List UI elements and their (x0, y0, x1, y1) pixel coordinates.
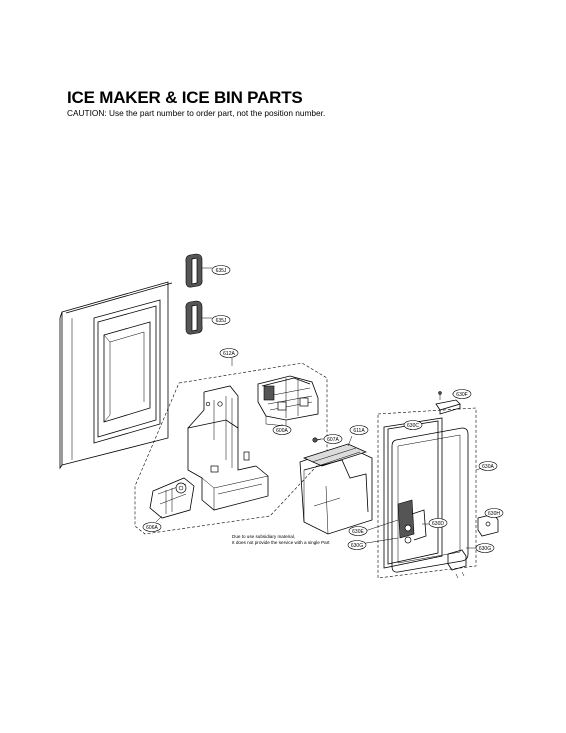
svg-text:600A: 600A (276, 428, 288, 434)
hinge-cap-upper (185, 253, 203, 288)
hinge-cap-lower (185, 300, 203, 335)
svg-text:606A: 606A (146, 525, 158, 531)
ice-maker-assembly-group (134, 362, 328, 535)
label-630f: 630F (452, 389, 472, 399)
svg-text:611A: 611A (353, 428, 365, 434)
svg-text:630H: 630H (488, 511, 500, 517)
ice-bin-lever (149, 477, 195, 519)
label-630c: 630C (403, 420, 423, 430)
hinge-top (435, 391, 461, 415)
label-630g-right: 630G (475, 543, 495, 553)
svg-text:607A: 607A (327, 437, 339, 443)
page-title: ICE MAKER & ICE BIN PARTS (67, 88, 303, 107)
screw (312, 437, 322, 443)
svg-text:612A: 612A (223, 351, 235, 357)
label-630d: 630D (428, 518, 448, 528)
svg-text:630E: 630E (352, 529, 364, 535)
lower-clip (447, 549, 467, 579)
ice-maker-unit (257, 375, 319, 427)
door-gasket (383, 417, 443, 569)
label-635j-lower: 635J (211, 315, 231, 325)
svg-text:630D: 630D (432, 521, 444, 527)
svg-text:635J: 635J (216, 268, 227, 274)
label-630e: 630E (348, 526, 368, 536)
ice-door (391, 427, 469, 573)
caution-text: CAUTION: Use the part number to order pa… (67, 108, 326, 118)
ice-bin (299, 443, 373, 535)
svg-text:630F: 630F (456, 392, 467, 398)
label-606a: 606A (142, 522, 162, 532)
leader-lines (155, 267, 490, 549)
label-630h: 630H (484, 508, 504, 518)
svg-text:635J: 635J (216, 318, 227, 324)
label-630a: 630A (478, 461, 498, 471)
label-607a: 607A (323, 434, 343, 444)
label-630g-left: 630G (347, 540, 367, 550)
label-612a: 612A (219, 348, 239, 358)
ice-door-assembly-group (377, 407, 477, 579)
label-600a: 600A (272, 425, 292, 435)
svg-text:630G: 630G (479, 546, 491, 552)
ice-maker-bracket (187, 385, 269, 511)
note-line-2: It does not provide the service with a s… (232, 540, 330, 545)
refrigerator-door-frame (59, 281, 173, 470)
label-635j-upper: 635J (211, 265, 231, 275)
note-line-1: Due to use subsidiary material, (232, 534, 295, 539)
svg-text:630G: 630G (351, 543, 363, 549)
svg-text:630C: 630C (407, 423, 419, 429)
label-611a: 611A (349, 425, 369, 435)
svg-text:630A: 630A (482, 464, 494, 470)
